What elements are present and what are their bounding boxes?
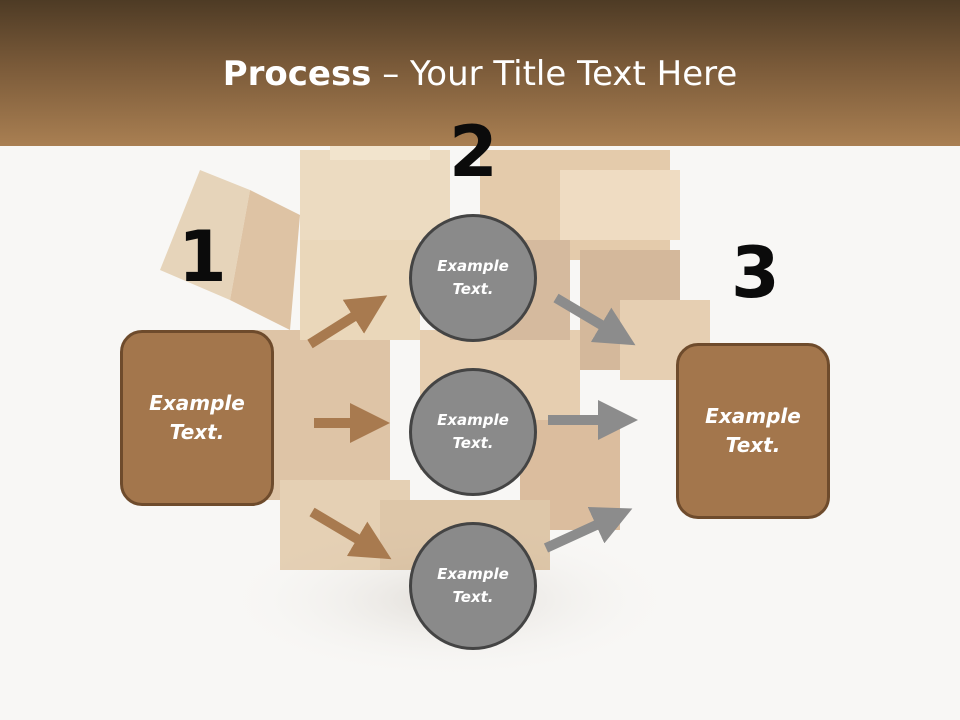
circle-middle-text: Example Text. — [437, 411, 509, 452]
right-box-text: Example Text. — [705, 404, 801, 457]
arrow-left-to-top — [307, 295, 388, 349]
left-box-text: Example Text. — [149, 391, 245, 444]
arrow-bottom-to-right — [543, 506, 633, 553]
step-number-1: 1 — [178, 216, 227, 298]
right-box: Example Text. — [676, 343, 830, 519]
title-bold-part: Process — [222, 54, 372, 94]
circle-top-text: Example Text. — [437, 257, 509, 298]
circle-bottom: Example Text. — [409, 522, 537, 650]
title-bar: Process – Your Title Text Here — [0, 0, 960, 146]
step-number-2: 2 — [449, 111, 498, 193]
slide-title: Process – Your Title Text Here — [0, 52, 960, 96]
step-number-3: 3 — [731, 232, 780, 314]
circle-middle: Example Text. — [409, 368, 537, 496]
arrow-top-to-right — [553, 293, 636, 346]
title-rest-part: – Your Title Text Here — [371, 54, 738, 94]
circle-bottom-text: Example Text. — [437, 565, 509, 606]
left-box: Example Text. — [120, 330, 274, 506]
circle-top: Example Text. — [409, 214, 537, 342]
arrow-left-to-bottom — [309, 507, 392, 560]
